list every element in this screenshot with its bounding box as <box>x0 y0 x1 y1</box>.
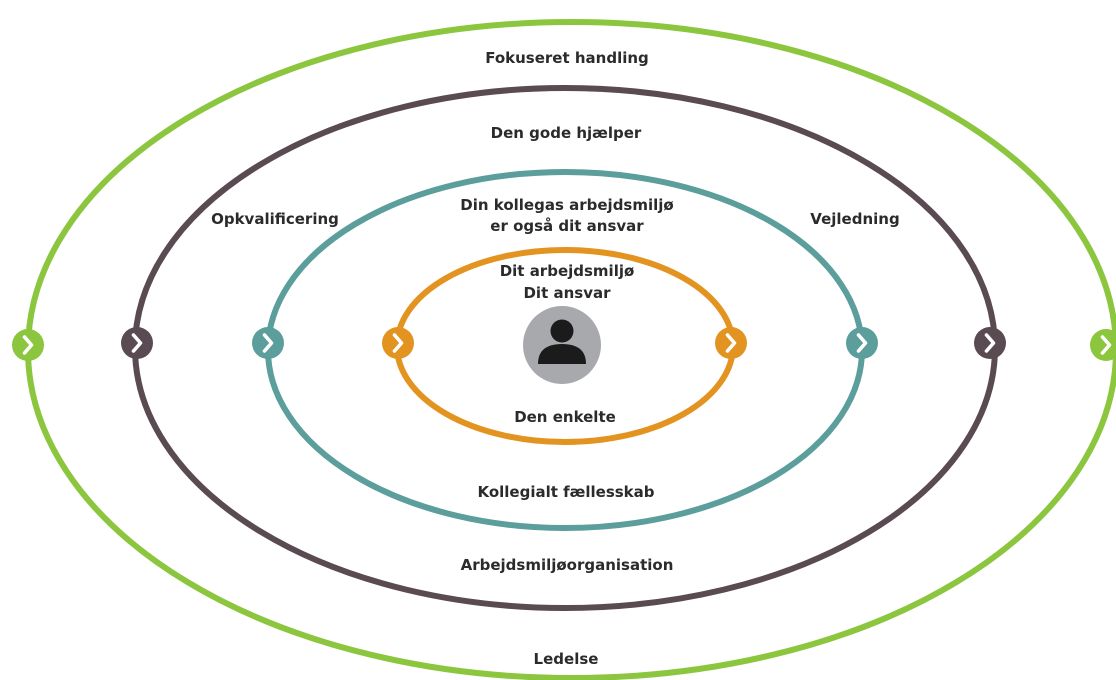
third-ring-top-label-line1: Din kollegas arbejdsmiljø <box>460 196 673 214</box>
second-ring-right-label: Vejledning <box>810 210 899 228</box>
outer-ring-top-label: Fokuseret handling <box>485 49 649 67</box>
inner-ring-left-chevron-icon <box>382 327 414 359</box>
inner-ring-bottom-label: Den enkelte <box>514 408 616 426</box>
second-ring-left-label: Opkvalificering <box>211 210 339 228</box>
second-ring-right-chevron-icon <box>974 327 1006 359</box>
inner-ring-top-label-line2: Dit ansvar <box>523 284 611 302</box>
inner-ring-right-chevron-icon <box>715 327 747 359</box>
inner-ring-top-label-line1: Dit arbejdsmiljø <box>500 262 635 280</box>
third-ring-bottom-label: Kollegialt fællesskab <box>477 483 654 501</box>
second-ring-bottom-label: Arbejdsmiljøorganisation <box>461 556 674 574</box>
third-ring-left-chevron-icon <box>252 327 284 359</box>
third-ring-right-chevron-icon <box>846 327 878 359</box>
outer-ring-right-chevron-icon <box>1090 329 1116 361</box>
outer-ring-bottom-label: Ledelse <box>534 650 599 668</box>
person-icon <box>523 306 601 384</box>
outer-ring-left-chevron-icon <box>12 329 44 361</box>
third-ring-top-label-line2: er også dit ansvar <box>490 217 644 235</box>
second-ring-top-label: Den gode hjælper <box>491 124 642 142</box>
second-ring-left-chevron-icon <box>121 327 153 359</box>
